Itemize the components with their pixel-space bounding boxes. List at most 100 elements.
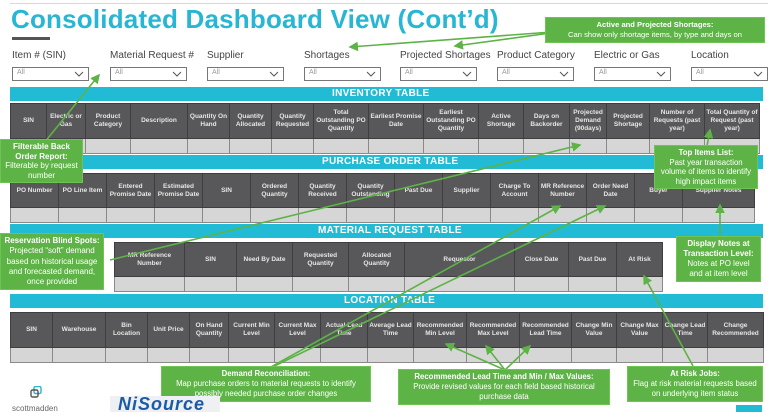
table-cell[interactable] [228,347,275,363]
column-header[interactable]: Earliest Promise Date [368,103,424,139]
column-header[interactable]: Change Max Value [616,312,663,348]
table-cell[interactable] [662,347,708,363]
table-cell[interactable] [10,347,53,363]
column-header[interactable]: Average Lead Time [367,312,414,348]
table-cell[interactable] [606,138,650,154]
column-header[interactable]: Number of Requests (past year) [649,103,705,139]
column-header[interactable]: Description [130,103,188,139]
table-cell[interactable] [154,207,203,223]
column-header[interactable]: Actual Lead Time [320,312,368,348]
filter-dropdown[interactable]: All [110,67,187,81]
table-cell[interactable] [568,276,617,292]
table-cell[interactable] [569,138,607,154]
column-header[interactable]: Quantity Received [298,173,347,208]
table-cell[interactable] [368,138,424,154]
table-cell[interactable] [423,138,479,154]
table-cell[interactable] [298,207,347,223]
table-cell[interactable] [478,138,524,154]
column-header[interactable]: Allocated Quantity [348,242,405,277]
column-header[interactable]: Charge To Account [490,173,539,208]
table-cell[interactable] [538,207,587,223]
column-header[interactable]: Current Min Level [228,312,275,348]
table-cell[interactable] [189,347,229,363]
table-cell[interactable] [202,207,251,223]
column-header[interactable]: Recommended Lead Time [519,312,572,348]
table-cell[interactable] [105,347,148,363]
column-header[interactable]: Current Max Level [274,312,321,348]
column-header[interactable]: Close Date [514,242,569,277]
column-header[interactable]: Days on Backorder [523,103,570,139]
column-header[interactable]: Requestor [404,242,515,277]
column-header[interactable]: SIN [10,103,47,139]
column-header[interactable]: Unit Price [147,312,190,348]
table-cell[interactable] [114,276,185,292]
table-cell[interactable] [348,276,405,292]
column-header[interactable]: SIN [202,173,251,208]
column-header[interactable]: Order Need Date [586,173,635,208]
column-header[interactable]: SIN [184,242,237,277]
table-cell[interactable] [586,207,635,223]
table-cell[interactable] [229,138,272,154]
column-header[interactable]: SIN [10,312,53,348]
column-header[interactable]: Ordered Quantity [250,173,299,208]
table-cell[interactable] [367,347,414,363]
table-cell[interactable] [616,347,663,363]
table-cell[interactable] [413,347,467,363]
table-cell[interactable] [519,347,572,363]
table-cell[interactable] [271,138,314,154]
column-header[interactable]: Projected Shortage [606,103,650,139]
column-header[interactable]: Quantity On Hand [187,103,230,139]
column-header[interactable]: Recommended Min Level [413,312,467,348]
table-cell[interactable] [52,347,106,363]
table-cell[interactable] [514,276,569,292]
filter-dropdown[interactable]: All [304,67,381,81]
table-cell[interactable] [187,138,230,154]
table-cell[interactable] [236,276,293,292]
column-header[interactable]: Past Due [568,242,617,277]
table-cell[interactable] [58,207,107,223]
column-header[interactable]: Electric or Gas [46,103,86,139]
column-header[interactable]: Projected Demand (90days) [569,103,607,139]
table-cell[interactable] [634,207,683,223]
table-cell[interactable] [394,207,443,223]
table-cell[interactable] [571,347,617,363]
column-header[interactable]: MR Reference Number [114,242,185,277]
filter-dropdown[interactable]: All [497,67,574,81]
column-header[interactable]: Quantity Requested [271,103,314,139]
table-cell[interactable] [184,276,237,292]
column-header[interactable]: On Hand Quantity [189,312,229,348]
column-header[interactable]: Recommended Max Level [466,312,520,348]
column-header[interactable]: Entered Promise Date [106,173,155,208]
table-cell[interactable] [404,276,515,292]
column-header[interactable]: Warehouse [52,312,106,348]
table-cell[interactable] [346,207,395,223]
filter-dropdown[interactable]: All [12,67,89,81]
column-header[interactable]: Change Min Value [571,312,617,348]
filter-dropdown[interactable]: All [594,67,671,81]
table-cell[interactable] [250,207,299,223]
column-header[interactable]: Bin Location [105,312,148,348]
column-header[interactable]: Quantity Allocated [229,103,272,139]
table-cell[interactable] [130,138,188,154]
table-cell[interactable] [466,347,520,363]
table-cell[interactable] [442,207,491,223]
table-cell[interactable] [85,138,131,154]
column-header[interactable]: Quantity Outstanding [346,173,395,208]
column-header[interactable]: Requested Quantity [292,242,349,277]
table-cell[interactable] [147,347,190,363]
column-header[interactable]: Active Shortage [478,103,524,139]
filter-dropdown[interactable]: All [400,67,477,81]
table-cell[interactable] [682,207,755,223]
table-cell[interactable] [313,138,369,154]
table-cell[interactable] [616,276,663,292]
column-header[interactable]: At Risk [616,242,663,277]
column-header[interactable]: Total Outstanding PO Quantity [313,103,369,139]
table-cell[interactable] [490,207,539,223]
filter-dropdown[interactable]: All [691,67,768,81]
table-cell[interactable] [292,276,349,292]
column-header[interactable]: Past Due [394,173,443,208]
column-header[interactable]: Product Category [85,103,131,139]
table-cell[interactable] [523,138,570,154]
column-header[interactable]: Change Recommended [707,312,764,348]
table-cell[interactable] [320,347,368,363]
